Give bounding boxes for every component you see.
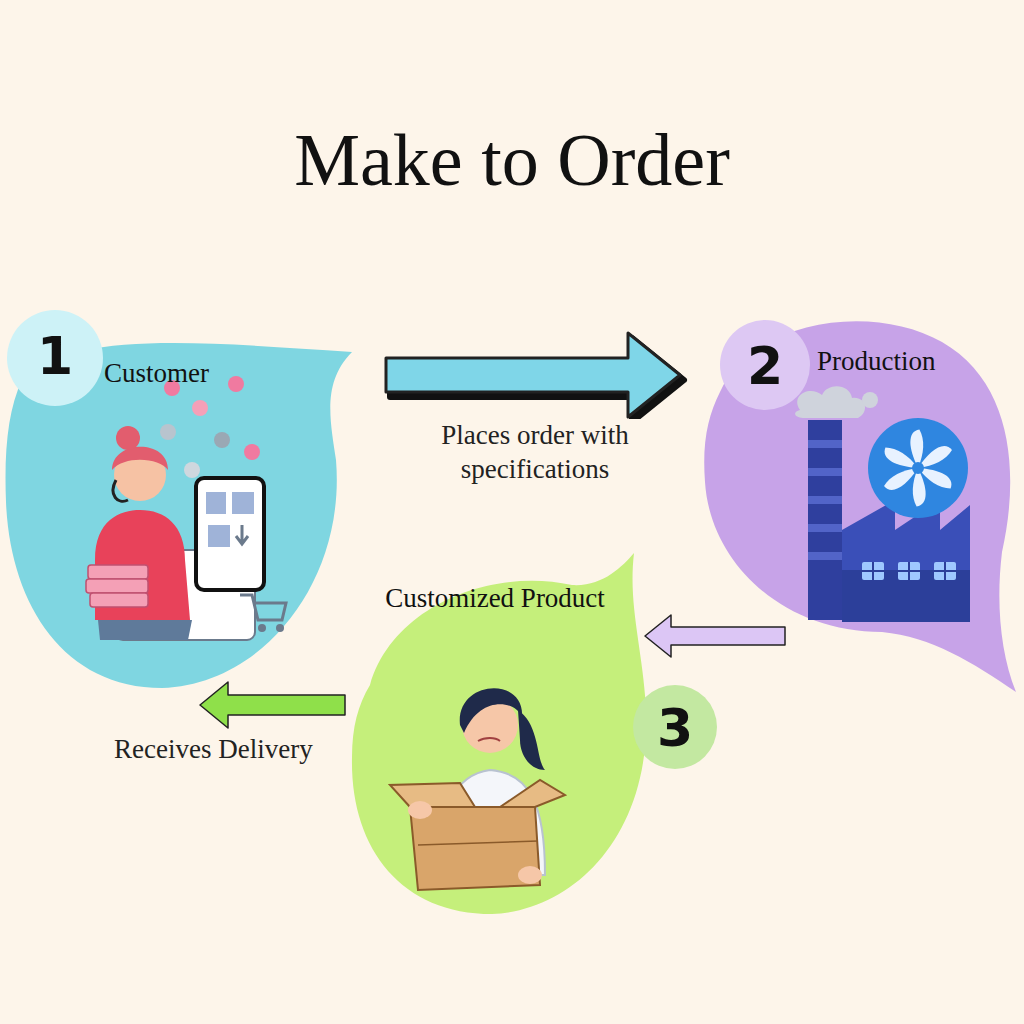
drawing-part (934, 562, 956, 580)
drawing-part (478, 738, 500, 741)
edge-label: Places order with specifications (408, 419, 662, 487)
drawing-part (232, 492, 254, 514)
drawing-part (184, 462, 200, 478)
drawing-part (898, 562, 920, 580)
callout-number: 3 (651, 702, 699, 754)
callout-number: 1 (31, 330, 79, 382)
drawing-part (898, 562, 920, 580)
illustration (390, 688, 565, 890)
drawing-part (228, 376, 244, 392)
drawing-part (868, 418, 968, 518)
node-label: Customer (104, 356, 304, 391)
diagram-title: Make to Order (0, 118, 1024, 203)
drawing-part (98, 620, 192, 640)
drawing-part (899, 428, 935, 468)
flow-arrow (200, 682, 345, 728)
drawing-part (862, 562, 884, 580)
drawing-part (390, 783, 475, 807)
drawing-part (240, 595, 286, 620)
drawing-part (808, 524, 842, 532)
drawing-part (276, 624, 284, 632)
drawing-part (386, 333, 680, 417)
callout-number: 2 (741, 340, 789, 392)
drawing-part (86, 579, 148, 593)
drawing-part (112, 447, 168, 470)
drawing-part (934, 562, 956, 580)
drawing-part (244, 444, 260, 460)
edge-label: Receives Delivery (112, 733, 315, 767)
drawing-part (113, 480, 128, 501)
drawing-part (214, 432, 230, 448)
drawing-part (518, 866, 542, 884)
flow-arrow (386, 333, 684, 422)
drawing-part (808, 552, 842, 560)
drawing-part (200, 682, 345, 728)
drawing-part (518, 710, 545, 770)
bubble-shape (704, 321, 1016, 692)
drawing-part (88, 565, 148, 579)
drawing-part (160, 424, 176, 440)
node-label: Customized Product (375, 581, 615, 616)
flow-arrow (645, 615, 785, 657)
number-badge (7, 310, 103, 406)
drawing-part (236, 525, 248, 544)
bubble-shape (352, 553, 646, 914)
drawing-part (918, 446, 952, 468)
drawing-part (884, 468, 918, 490)
drawing-part (808, 440, 842, 448)
speech-bubble-node: 2 Production (690, 300, 1024, 700)
drawing-part (500, 780, 565, 807)
drawing-part (808, 496, 842, 504)
drawing-part (208, 525, 230, 547)
drawing-part (795, 386, 865, 418)
drawing-part (645, 615, 785, 657)
drawing-part (912, 462, 924, 474)
drawing-part (862, 392, 878, 408)
drawing-part (808, 468, 842, 476)
drawing-part (206, 492, 226, 514)
drawing-part (90, 593, 148, 607)
drawing-part (418, 841, 538, 845)
drawing-part (196, 478, 264, 590)
drawing-part (842, 500, 970, 622)
drawing-part (460, 688, 522, 733)
drawing-part (258, 624, 266, 632)
drawing-part (862, 562, 884, 580)
illustration (795, 386, 970, 622)
drawing-part (408, 801, 432, 819)
drawing-part (116, 426, 140, 450)
number-badge (633, 685, 717, 769)
drawing-part (808, 420, 842, 620)
number-badge (720, 320, 810, 410)
drawing-part (192, 400, 208, 416)
speech-bubble-node: 1Customer (0, 320, 362, 700)
node-label: Production (817, 344, 1017, 379)
illustration (86, 376, 286, 640)
speech-bubble-node: 3 Customized Product (340, 545, 720, 920)
